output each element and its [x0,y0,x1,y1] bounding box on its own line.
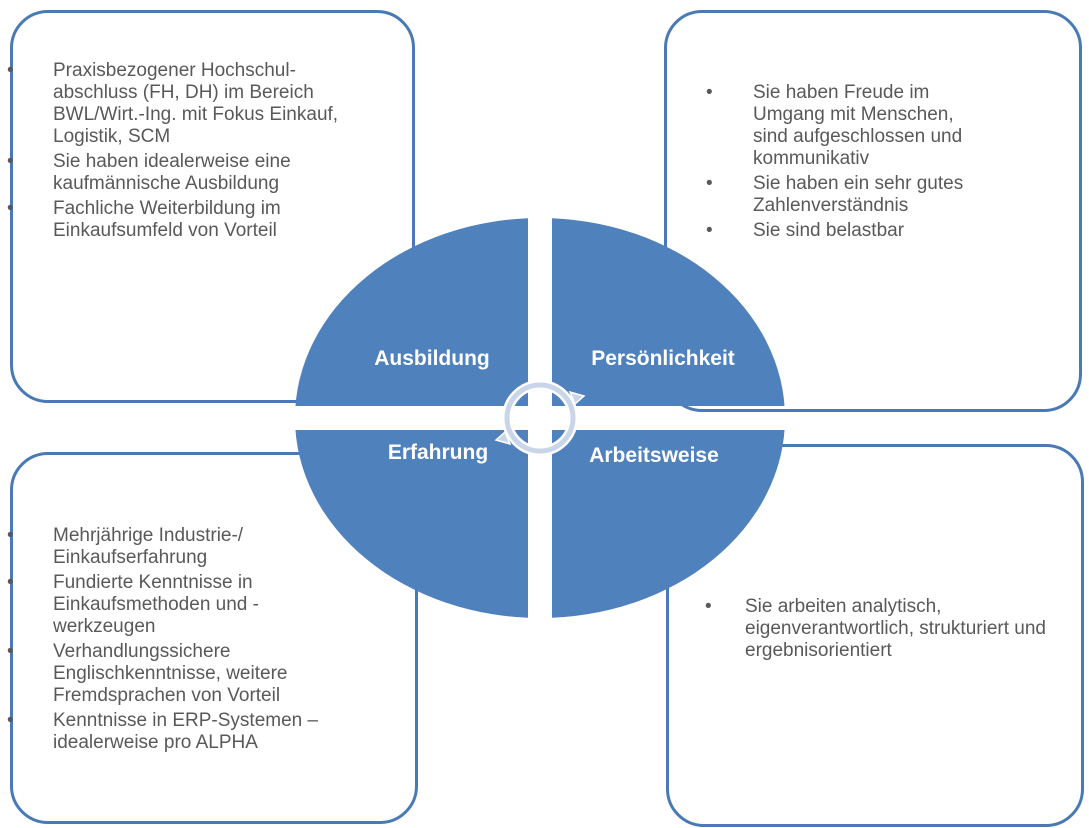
list-persoenlichkeit: •Sie haben Freude im Umgang mit Menschen… [664,82,1064,245]
quadrant-label-ausbildung: Ausbildung [374,347,489,370]
quadrant-label-persoenlichkeit: Persönlichkeit [591,347,735,370]
list-erfahrung: •Mehrjährige Industrie-/ Einkaufserfahru… [0,525,400,757]
list-ausbildung: •Praxisbezogener Hochschul-abschluss (FH… [0,60,380,245]
list-item: •Sie haben ein sehr gutes Zahlenverständ… [706,173,964,216]
list-item: •Fachliche Weiterbildung im Einkaufsumfe… [7,198,281,241]
list-item: •Sie arbeiten analytisch, eigenverantwor… [705,596,1046,661]
list-item: •Sie sind belastbar [706,220,905,241]
list-item: •Kenntnisse in ERP-Systemen – idealerwei… [7,710,319,753]
list-item: •Mehrjährige Industrie-/ Einkaufserfahru… [7,525,244,568]
list-item: •Sie haben idealerweise eine kaufmännisc… [7,151,291,194]
list-item: •Fundierte Kenntnisse in Einkaufsmethode… [7,572,259,637]
quadrant-label-erfahrung: Erfahrung [388,441,488,464]
quadrant-ausbildung [295,218,528,406]
list-item: •Sie haben Freude im Umgang mit Menschen… [706,82,963,169]
list-item: •Verhandlungssichere Englischkenntnisse,… [7,641,288,706]
cycle-arrows-icon [494,380,586,456]
list-arbeitsweise: •Sie arbeiten analytisch, eigenverantwor… [0,596,1089,665]
list-item: •Praxisbezogener Hochschul-abschluss (FH… [7,60,339,147]
quadrant-label-arbeitsweise: Arbeitsweise [589,444,719,467]
quadrant-persoenlichkeit [552,218,785,406]
